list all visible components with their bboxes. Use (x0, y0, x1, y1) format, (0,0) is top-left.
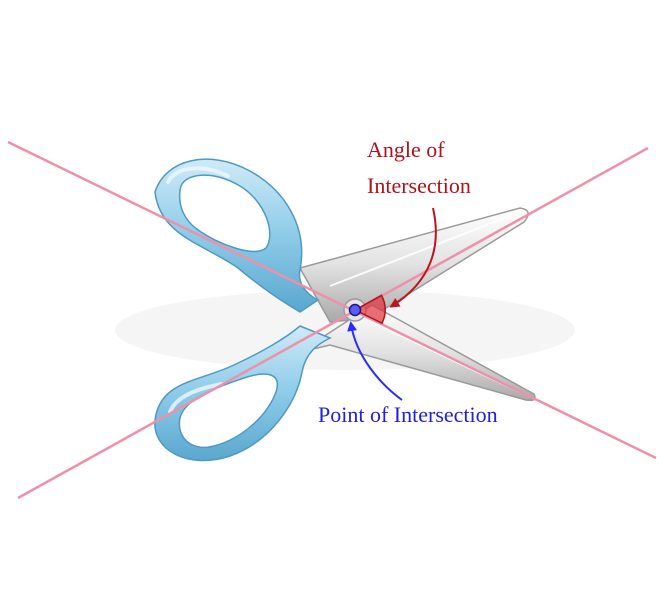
line-b (17, 146, 649, 500)
point-label: Point of Intersection (318, 402, 498, 427)
point-arrow (347, 321, 403, 401)
scissors-illustration (115, 158, 575, 462)
angle-wedge (353, 294, 386, 325)
upper-handle (154, 158, 320, 313)
intersection-point (348, 303, 362, 317)
angle-label-line2: Intersection (367, 173, 471, 198)
line-a (7, 140, 657, 460)
angle-label-line1: Angle of (367, 137, 445, 162)
angle-arrow (389, 207, 437, 308)
